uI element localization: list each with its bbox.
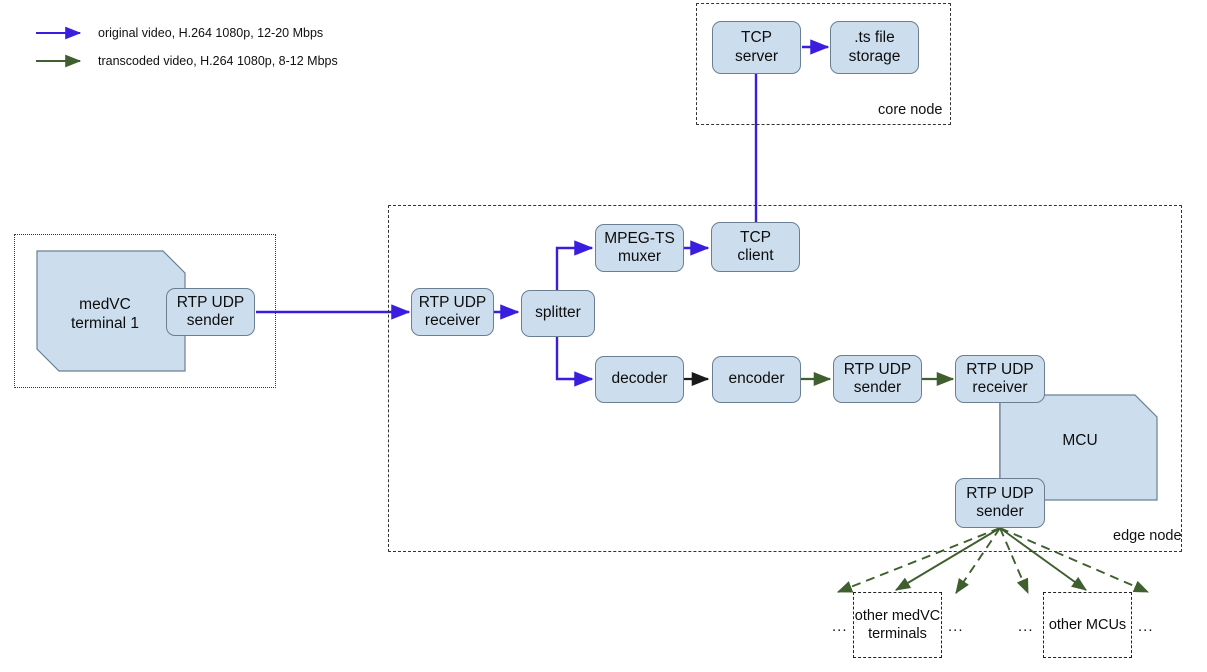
node-decoder-label: decoder [611, 370, 668, 388]
mcu-text: MCU [1062, 432, 1098, 449]
node-tcp-server-line1: TCP [740, 29, 772, 47]
node-ts-file-storage-line1: .ts file [854, 29, 895, 47]
stub-other-mcus[interactable]: other MCUs [1043, 592, 1132, 658]
node-rtp-udp-sender-mcu[interactable]: RTP UDP sender [955, 478, 1045, 528]
node-encoder[interactable]: encoder [712, 356, 801, 403]
node-rtp-udp-sender-edge[interactable]: RTP UDP sender [833, 355, 922, 403]
legend-item-transcoded-label: transcoded video, H.264 1080p, 8-12 Mbps [98, 54, 338, 68]
medvc-terminal-1-line1: medVC [79, 296, 131, 313]
ellipsis-left-of-terminals: ... [832, 618, 848, 635]
group-core-node [696, 3, 951, 125]
node-splitter[interactable]: splitter [521, 290, 595, 337]
stub-other-medvc-terminals[interactable]: other medVC terminals [853, 592, 942, 658]
node-encoder-label: encoder [728, 370, 785, 388]
node-rtp-udp-receiver-mcu[interactable]: RTP UDP receiver [955, 355, 1045, 403]
stub-other-mcus-line2: MCUs [1085, 616, 1127, 633]
node-mpegts-muxer-line1: MPEG-TS [604, 229, 675, 247]
node-rtp-udp-receiver-mcu-line1: RTP UDP [966, 360, 1034, 378]
node-rtp-udp-sender-edge-line2: sender [853, 379, 902, 396]
node-rtp-udp-sender-terminal-line1: RTP UDP [176, 293, 245, 311]
ellipsis-left-of-mcus: ... [1018, 618, 1034, 635]
node-mpegts-muxer[interactable]: MPEG-TS muxer [595, 224, 684, 272]
stub-other-medvc-terminals-line3: terminals [868, 626, 927, 642]
node-ts-file-storage-line2: storage [848, 47, 901, 65]
node-rtp-udp-receiver-edge-line2: receiver [424, 312, 481, 329]
legend-item-transcoded: transcoded video, H.264 1080p, 8-12 Mbps [88, 54, 338, 68]
node-rtp-udp-sender-terminal[interactable]: RTP UDP sender [166, 288, 255, 336]
node-rtp-udp-sender-terminal-line2: sender [186, 312, 235, 329]
node-tcp-client-line2: client [737, 247, 774, 264]
node-mpegts-muxer-line2: muxer [617, 248, 662, 265]
node-tcp-server-line2: server [734, 47, 779, 65]
node-rtp-udp-sender-edge-line1: RTP UDP [843, 360, 912, 378]
group-edge-node-label: edge node [1113, 528, 1182, 544]
group-edge-node [388, 205, 1182, 552]
mcu-label: MCU [1040, 432, 1120, 450]
legend-item-original-label: original video, H.264 1080p, 12-20 Mbps [98, 26, 324, 40]
node-rtp-udp-receiver-edge[interactable]: RTP UDP receiver [411, 288, 494, 336]
node-tcp-server[interactable]: TCP server [712, 21, 801, 74]
stub-other-mcus-line1: other [1048, 616, 1082, 633]
node-rtp-udp-sender-mcu-line1: RTP UDP [966, 484, 1034, 502]
medvc-terminal-1-label: medVC terminal 1 [50, 295, 160, 334]
node-splitter-label: splitter [535, 304, 581, 322]
node-rtp-udp-receiver-edge-line1: RTP UDP [418, 293, 487, 311]
node-rtp-udp-receiver-mcu-line2: receiver [972, 379, 1028, 396]
group-core-node-label: core node [878, 102, 943, 118]
ellipsis-right-of-terminals: ... [948, 618, 964, 635]
medvc-terminal-1-line2: terminal 1 [70, 315, 140, 333]
stub-other-medvc-terminals-line2: medVC [891, 607, 941, 624]
node-tcp-client-line1: TCP [740, 228, 771, 246]
node-ts-file-storage[interactable]: .ts file storage [830, 21, 919, 74]
stub-other-medvc-terminals-line1: other [854, 607, 888, 624]
node-tcp-client[interactable]: TCP client [711, 222, 800, 272]
ellipsis-right-of-mcus: ... [1138, 618, 1154, 635]
node-rtp-udp-sender-mcu-line2: sender [976, 503, 1024, 520]
node-decoder[interactable]: decoder [595, 356, 684, 403]
legend-item-original: original video, H.264 1080p, 12-20 Mbps [88, 26, 323, 40]
